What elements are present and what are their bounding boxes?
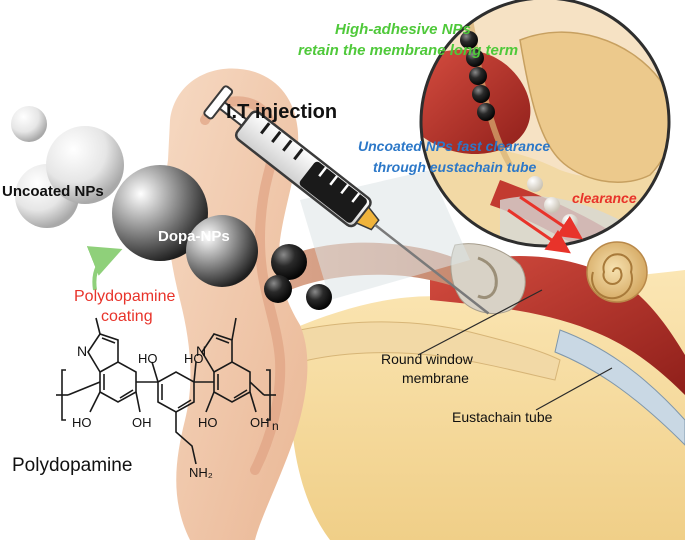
it-injection-label: I.T injection xyxy=(226,101,338,123)
syringe-hub xyxy=(355,205,380,231)
adhesive-np xyxy=(469,67,487,85)
structure-nh2: NH₂ xyxy=(189,465,213,480)
structure-n-left: N xyxy=(77,343,88,359)
high-adhesive-label-line2: retain the membrane long term xyxy=(298,42,519,59)
uncoated-nps-label: Uncoated NPs xyxy=(2,183,104,200)
syringe-contents xyxy=(299,161,367,223)
uncoated-np xyxy=(11,106,47,142)
structure-ho: HO xyxy=(72,415,92,430)
clearance-label: clearance xyxy=(572,190,637,206)
structure-oh: OH xyxy=(250,415,270,430)
syringe-graduations xyxy=(260,122,304,161)
structure-subscript-n: n xyxy=(272,419,279,433)
polydopamine-coating-label-line1: Polydopamine xyxy=(74,288,176,305)
ear-canal-wall xyxy=(299,321,561,381)
magnifier-membrane xyxy=(519,31,669,183)
clearance-arrow xyxy=(519,195,583,240)
pinna-inner-fold xyxy=(200,96,286,475)
structure-ho: HO xyxy=(138,351,158,366)
cochlea xyxy=(586,241,648,303)
syringe xyxy=(203,85,490,315)
polydopamine-label: Polydopamine xyxy=(12,455,133,476)
middle-ear-cavity xyxy=(450,243,526,314)
dopa-np xyxy=(186,215,258,287)
uncoated-np xyxy=(46,126,124,204)
eustachain-pointer xyxy=(535,367,613,411)
structure-ho: HO xyxy=(198,415,218,430)
uncoated-fast-label-line1: Uncoated NPs fast clearance xyxy=(358,138,551,154)
coating-arrow xyxy=(86,246,123,291)
structure-ho: HO xyxy=(184,351,204,366)
syringe-needle xyxy=(374,223,490,315)
adhesive-np xyxy=(460,31,478,49)
eustachian-tube xyxy=(554,329,685,446)
structure-n-right: N xyxy=(196,343,207,359)
dark-np xyxy=(271,244,307,280)
adhesive-np xyxy=(477,103,495,121)
clearance-arrow xyxy=(507,208,571,254)
dopa-np xyxy=(112,165,208,261)
dopa-nps-label: Dopa-NPs xyxy=(158,228,230,245)
magnifier-muscle xyxy=(421,49,531,155)
polydopamine-coating-label-line2: coating xyxy=(101,308,153,325)
round-window-label-line2: membrane xyxy=(402,370,469,386)
high-adhesive-label-line1: High-adhesive NPs xyxy=(335,21,471,38)
adhesive-np xyxy=(466,49,484,67)
eustachain-tube-label: Eustachain tube xyxy=(452,409,553,425)
adhesive-np xyxy=(472,85,490,103)
nanoparticles xyxy=(11,106,332,310)
uncoated-np-small xyxy=(527,176,543,192)
dark-np xyxy=(264,275,292,303)
structure-oh: OH xyxy=(132,415,152,430)
dark-np xyxy=(306,284,332,310)
ossicles xyxy=(477,256,498,300)
round-window-label-line1: Round window xyxy=(381,351,473,367)
round-window-pointer xyxy=(417,289,543,356)
magnifier xyxy=(419,0,671,254)
uncoated-fast-label-line2: through eustachain tube xyxy=(373,159,537,175)
polydopamine-structure xyxy=(56,317,276,465)
uncoated-np-small xyxy=(544,197,560,213)
